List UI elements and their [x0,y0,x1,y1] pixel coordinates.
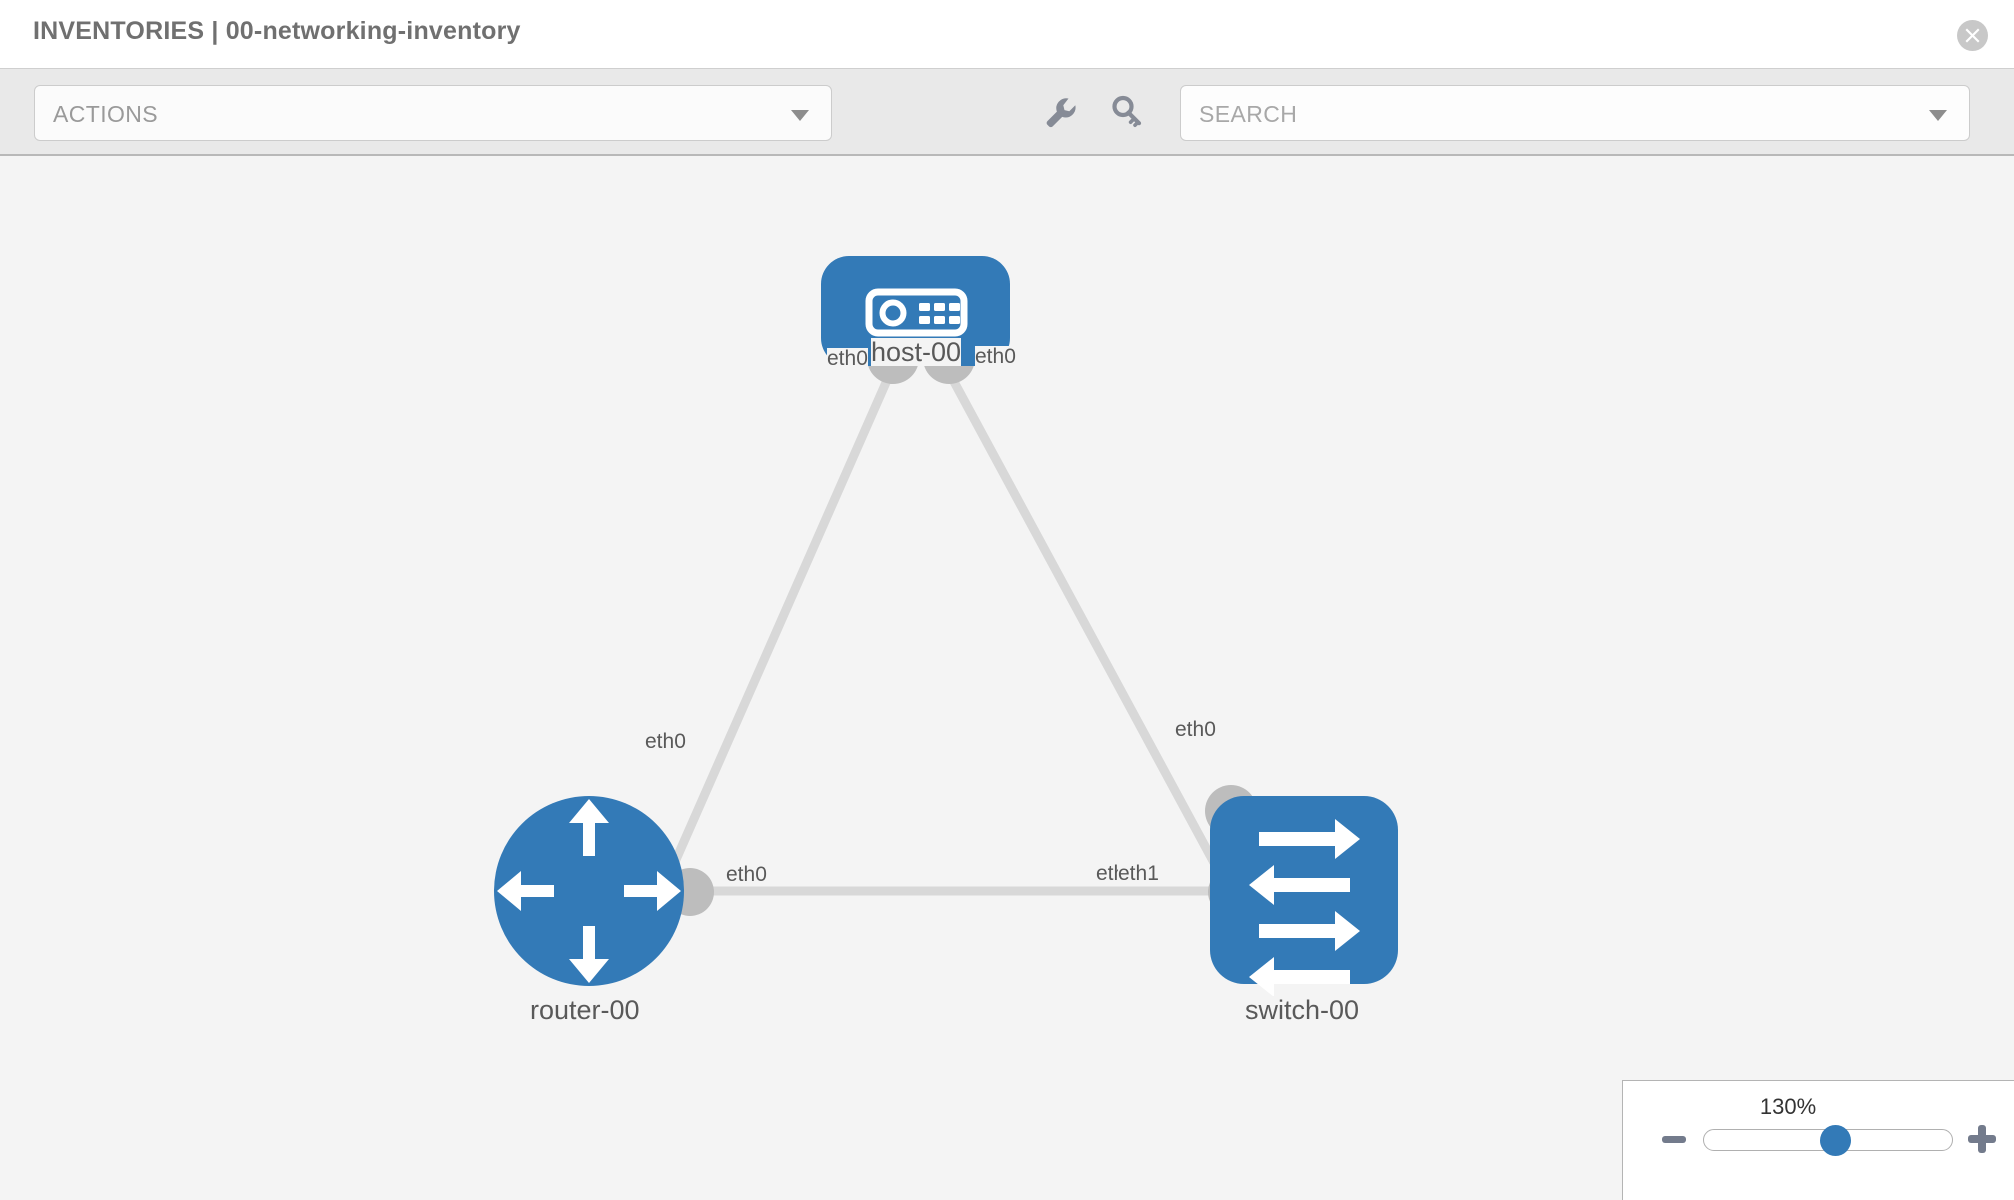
node-label-switch-00: switch-00 [1245,995,1360,1025]
link-label: eth0 [975,345,1016,369]
link-host00-router00[interactable] [655,376,893,898]
link-endpoints [666,332,1257,916]
link-label: eth1 [1118,862,1159,886]
node-label-host-00: host-00 [871,337,962,367]
node-switch-00[interactable] [1210,796,1398,997]
node-label-router-00: router-00 [530,995,640,1025]
title-bar: INVENTORIES | 00-networking-inventory [0,0,2014,68]
actions-dropdown-label: ACTIONS [53,101,159,127]
link-label: eth0 [827,347,868,371]
zoom-slider-thumb[interactable] [1820,1125,1851,1156]
node-router-00[interactable] [494,796,684,986]
link-label: eth0 [645,730,686,754]
zoom-control-panel: 130% [1622,1080,2014,1200]
link-host00-switch00[interactable] [948,375,1236,899]
topology-graph [494,256,1398,997]
link-label: eth0 [726,863,767,887]
node-host-00[interactable] [821,256,1010,366]
search-input[interactable]: SEARCH [1180,85,1970,141]
topology-canvas[interactable]: eth0 eth0 eth0 eth0 eth0 eth0 eth1 host-… [0,156,2014,1200]
toolbar: ACTIONS SEARCH [0,68,2014,156]
link-label: eth0 [1175,718,1216,742]
key-icon[interactable] [1108,93,1146,131]
zoom-level-label: 130% [1759,1094,1817,1119]
zoom-out-button[interactable] [1661,1127,1687,1153]
topology-links [650,375,1238,899]
search-placeholder: SEARCH [1199,101,1298,127]
wrench-icon[interactable] [1040,93,1078,131]
page-title: INVENTORIES | 00-networking-inventory [33,17,521,45]
close-icon[interactable] [1957,20,1988,51]
chevron-down-icon[interactable] [1929,110,1947,121]
actions-dropdown[interactable]: ACTIONS [34,85,832,141]
zoom-in-button[interactable] [1967,1122,1997,1156]
chevron-down-icon [791,110,809,121]
